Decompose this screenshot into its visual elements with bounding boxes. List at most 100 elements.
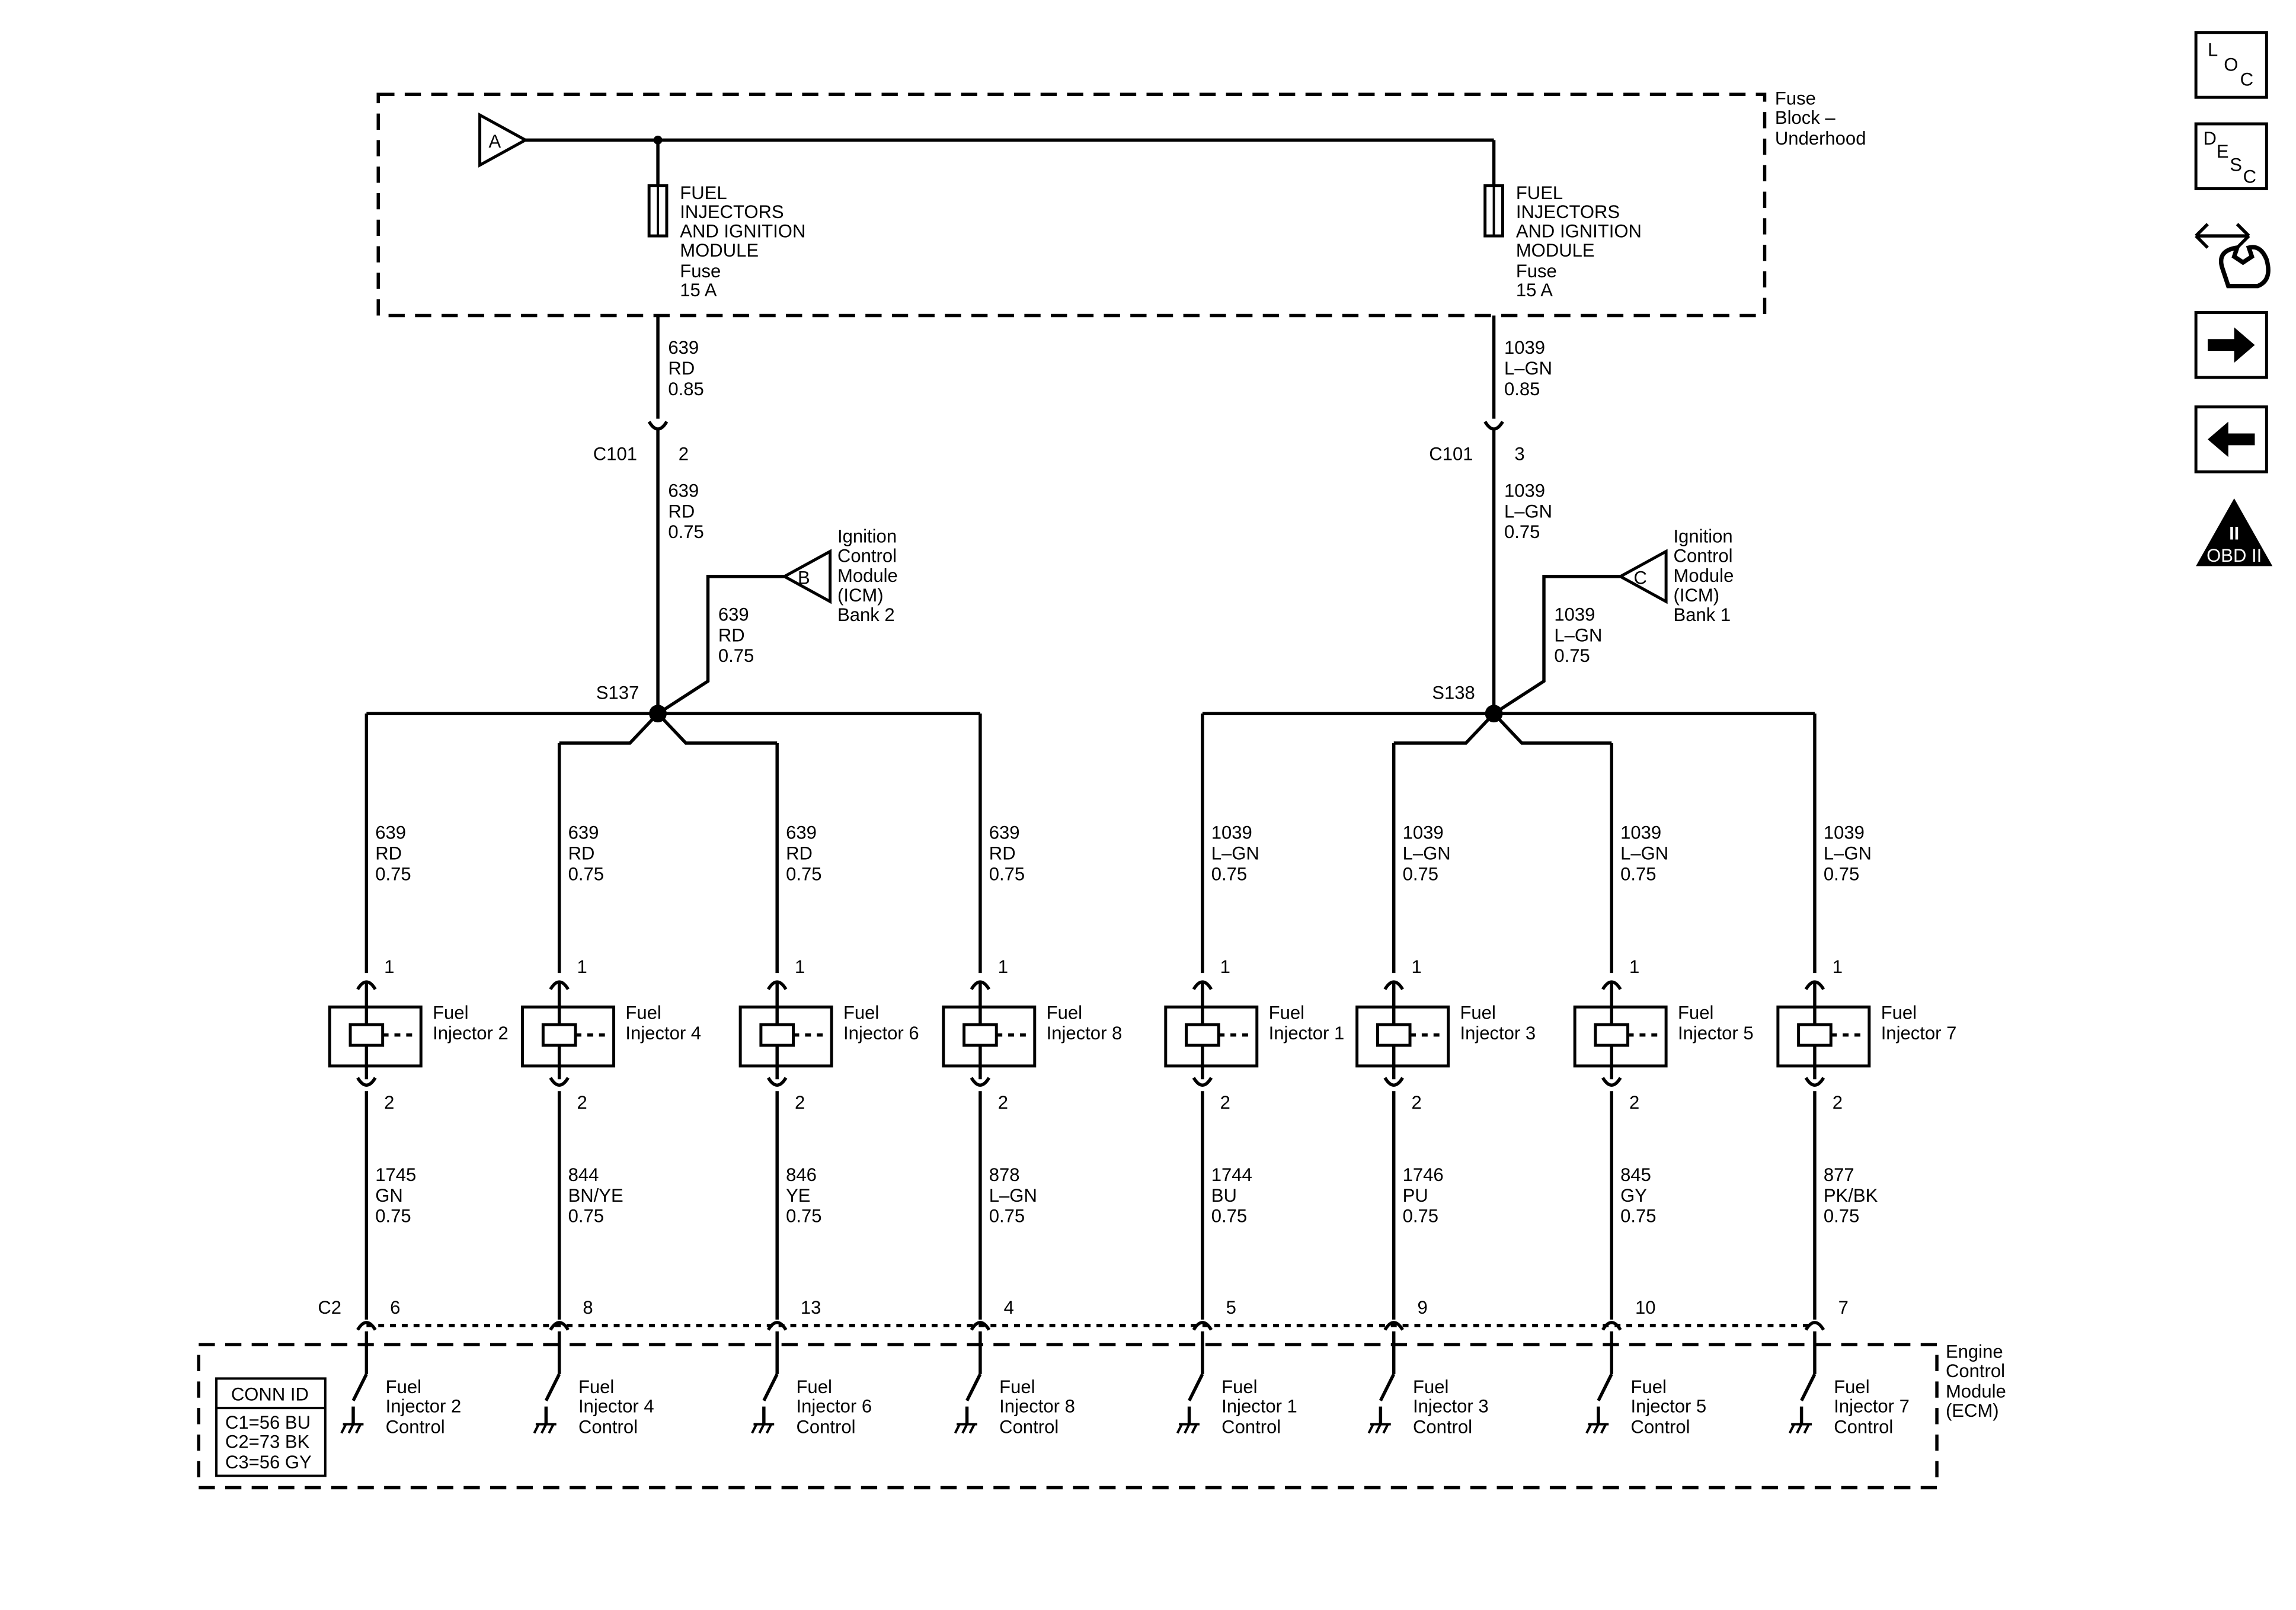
supply-wire-size: 0.75 <box>375 863 411 884</box>
upper-wire-size: 0.85 <box>668 379 703 399</box>
ecm-outline <box>197 1343 1939 1490</box>
lower-wire-size: 0.75 <box>668 521 703 542</box>
injector-coil-icon <box>962 1023 998 1047</box>
ground-icon <box>1176 1423 1200 1434</box>
control-wire-size: 0.75 <box>1620 1206 1656 1227</box>
lower-wire-circuit: 639 <box>668 480 699 501</box>
injector-bottom-terminal-icon <box>766 1077 788 1087</box>
icm-label-line-3: Module <box>1674 565 1734 586</box>
fuse-right-label-2: INJECTORS <box>1516 201 1620 222</box>
fuse-left-label-1: FUEL <box>680 183 727 203</box>
c101-connector-label: C101 <box>593 443 637 464</box>
supply-wire-size: 0.75 <box>786 863 821 884</box>
c101-pin-label: 2 <box>679 443 689 464</box>
control-label-line-1: Fuel <box>1834 1377 1869 1397</box>
control-wire-color: GY <box>1620 1185 1647 1206</box>
fuse-right-label-1: FUEL <box>1516 183 1563 203</box>
ecm-label-3: Module <box>1946 1381 2006 1402</box>
loc-letter-c: C <box>2240 69 2253 89</box>
desc-button-frame <box>2194 122 2268 190</box>
control-label-line-1: Fuel <box>386 1377 421 1397</box>
arrow-left-icon <box>2208 421 2255 457</box>
loc-button[interactable]: L O C <box>2194 31 2268 99</box>
arrow-right-icon <box>2208 327 2255 363</box>
upper-wire-circuit: 639 <box>668 337 699 358</box>
icm-wire-color: RD <box>718 625 745 645</box>
control-wire-circuit: 1746 <box>1403 1164 1444 1185</box>
supply-wire-color: L–GN <box>1824 843 1872 864</box>
injector-pin-bottom-label: 2 <box>795 1092 805 1113</box>
ecm-pin-label: 6 <box>390 1297 400 1318</box>
supply-wire-circuit: 639 <box>989 822 1020 843</box>
control-label-line-3: Control <box>1631 1416 1690 1437</box>
icm-wire-circuit: 639 <box>718 604 749 625</box>
ecm-pin-terminal-icon <box>549 1321 570 1331</box>
next-button[interactable] <box>2194 311 2268 379</box>
desc-letter-e: E <box>2217 141 2229 162</box>
conn-id-row-1: C1=56 BU <box>225 1412 311 1433</box>
injector-pin-top-label: 1 <box>1833 956 1843 977</box>
control-wire-size: 0.75 <box>1211 1206 1247 1227</box>
supply-wire-circuit: 639 <box>786 822 817 843</box>
injector-name-line-2: Injector 5 <box>1678 1023 1754 1044</box>
control-label-line-2: Injector 5 <box>1631 1396 1707 1417</box>
injector-pin-bottom-label: 2 <box>998 1092 1008 1113</box>
previous-button[interactable] <box>2194 405 2268 473</box>
supply-wire-size: 0.75 <box>1403 863 1438 884</box>
ecm-label-2: Control <box>1946 1361 2005 1381</box>
control-wire-circuit: 1745 <box>375 1164 416 1185</box>
obd-ii-button[interactable]: II OBD II <box>2196 498 2273 566</box>
supply-wire-circuit: 1039 <box>1211 822 1252 843</box>
splice-label: S138 <box>1432 682 1475 703</box>
supply-wire-color: RD <box>375 843 402 864</box>
ecm-pin-label: 4 <box>1004 1297 1014 1318</box>
control-label-line-1: Fuel <box>1221 1377 1257 1397</box>
ground-icon <box>954 1423 977 1434</box>
injector-pin-bottom-label: 2 <box>1833 1092 1843 1113</box>
injector-name-line-1: Fuel <box>1460 1002 1495 1023</box>
splice-inner-branch-wire <box>559 711 778 745</box>
injector-name-line-2: Injector 6 <box>843 1023 919 1044</box>
injector-pin-bottom-label: 2 <box>1412 1092 1422 1113</box>
upper-wire-color: RD <box>668 358 695 379</box>
desc-button[interactable]: D E S C <box>2194 122 2268 190</box>
control-label-line-2: Injector 1 <box>1221 1396 1297 1417</box>
control-wire-circuit: 844 <box>568 1164 599 1185</box>
ecm-pin-terminal-icon <box>356 1321 377 1331</box>
control-label-line-2: Injector 3 <box>1413 1396 1489 1417</box>
loc-button-frame <box>2194 31 2268 99</box>
injector-coil-icon <box>759 1023 795 1047</box>
injector-pin-top-label: 1 <box>998 956 1008 977</box>
fuse-block-outline <box>376 92 1767 318</box>
control-wire-size: 0.75 <box>989 1206 1025 1227</box>
control-label-line-1: Fuel <box>999 1377 1035 1397</box>
control-label-line-3: Control <box>1413 1416 1472 1437</box>
fuse-right-label-5: Fuse <box>1516 261 1557 281</box>
icm-label-line-1: Ignition <box>1674 526 1733 547</box>
c101-terminal-icon <box>647 421 669 431</box>
control-label-line-2: Injector 2 <box>386 1396 462 1417</box>
injector-body-icon <box>1573 1005 1668 1068</box>
c101-terminal-icon <box>1483 421 1504 431</box>
control-wire-size: 0.75 <box>568 1206 604 1227</box>
lower-wire-color: RD <box>668 501 695 521</box>
control-label-line-1: Fuel <box>578 1377 614 1397</box>
control-wire-circuit: 878 <box>989 1164 1020 1185</box>
injector-pin-top-label: 1 <box>577 956 587 977</box>
ecm-label-4: (ECM) <box>1946 1400 1999 1421</box>
injector-bottom-terminal-icon <box>1383 1077 1404 1087</box>
loc-letter-l: L <box>2208 40 2218 60</box>
driver-switch-icon <box>1597 1373 1613 1401</box>
ecm-label-1: Engine <box>1946 1342 2003 1362</box>
injector-name-line-2: Injector 2 <box>433 1023 509 1044</box>
wrench-icon <box>2218 245 2271 289</box>
icm-label-line-5: Bank 1 <box>1674 604 1731 625</box>
fuse-right-label-6: 15 A <box>1516 280 1553 300</box>
control-label-line-2: Injector 7 <box>1834 1396 1910 1417</box>
tools-button[interactable] <box>2195 223 2271 289</box>
ground-icon <box>340 1423 364 1434</box>
injector-pin-top-label: 1 <box>384 956 394 977</box>
